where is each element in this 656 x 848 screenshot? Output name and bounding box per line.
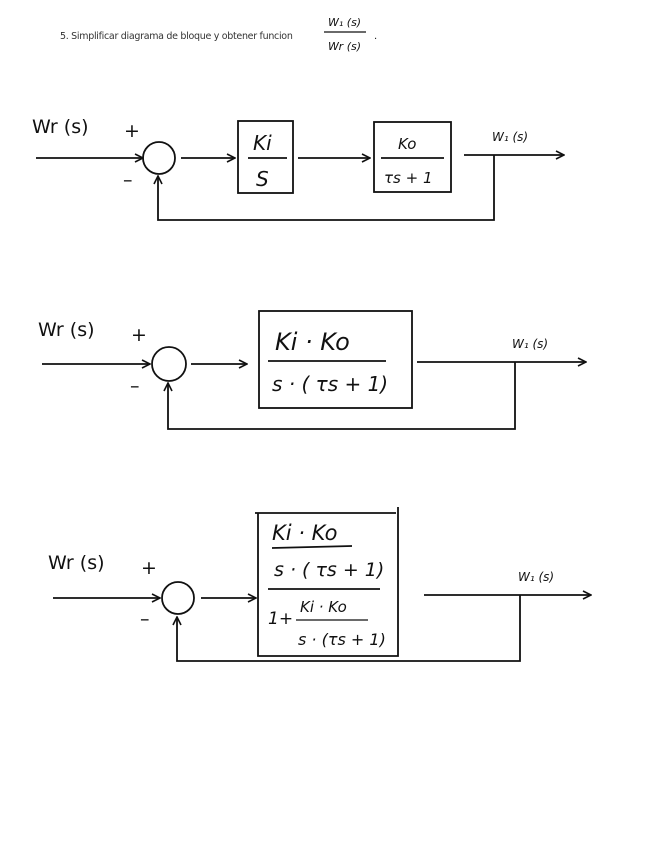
block-upper-numerator: Ki · Ko <box>272 521 338 545</box>
summing-junction <box>142 141 176 175</box>
output-label: W₁ (s) <box>492 130 528 144</box>
plus-sign: + <box>124 120 140 142</box>
heading-period: . <box>374 31 377 42</box>
feedback-path <box>158 155 495 221</box>
feedback-path <box>168 362 516 430</box>
block-lower-numerator: Ki · Ko <box>300 598 347 616</box>
block-ki-numerator: Ki <box>253 131 272 155</box>
minus-sign: – <box>130 375 140 397</box>
plus-sign: + <box>131 324 147 346</box>
block-ko-denominator: τs + 1 <box>384 169 433 187</box>
block-closed-loop <box>255 507 399 657</box>
output-label: W₁ (s) <box>518 570 554 584</box>
diagram-series-reduced: Wr (s) + – Ki · Ko s · ( τs + 1) W₁ (s) <box>38 310 586 430</box>
diagram-feedback-reduced: Wr (s) + – Ki · Ko s · ( τs + 1) 1+ Ki ·… <box>48 507 591 662</box>
block-upper-fraction-bar <box>271 545 353 549</box>
heading-text: 5. Simplificar diagrama de bloque y obte… <box>60 31 293 42</box>
heading-fraction-numerator: W₁ (s) <box>328 16 361 29</box>
summing-junction <box>151 346 187 382</box>
block-ko <box>373 121 452 193</box>
block-denominator: s · ( τs + 1) <box>272 372 388 396</box>
exercise-heading: 5. Simplificar diagrama de bloque y obte… <box>60 16 377 53</box>
output-label: W₁ (s) <box>512 337 548 351</box>
input-label: Wr (s) <box>48 552 105 574</box>
block-ko-numerator: Ko <box>398 135 416 153</box>
block-upper-denominator: s · ( τs + 1) <box>274 559 384 581</box>
block-combined <box>258 310 413 409</box>
block-lower-denominator: s · (τs + 1) <box>298 630 386 649</box>
input-label: Wr (s) <box>38 319 95 341</box>
block-ki-over-s <box>237 120 294 194</box>
summing-junction <box>161 581 195 615</box>
feedback-path <box>177 595 521 662</box>
block-lower-prefix: 1+ <box>268 609 293 629</box>
minus-sign: – <box>123 169 133 191</box>
block-ki-denominator: S <box>256 167 269 191</box>
minus-sign: – <box>140 608 150 630</box>
plus-sign: + <box>141 557 157 579</box>
heading-fraction-denominator: Wr (s) <box>328 40 361 53</box>
block-numerator: Ki · Ko <box>275 328 350 356</box>
input-label: Wr (s) <box>32 116 89 138</box>
diagram-original: Wr (s) + – Ki S Ko τs + 1 W₁ (s) <box>32 116 564 221</box>
